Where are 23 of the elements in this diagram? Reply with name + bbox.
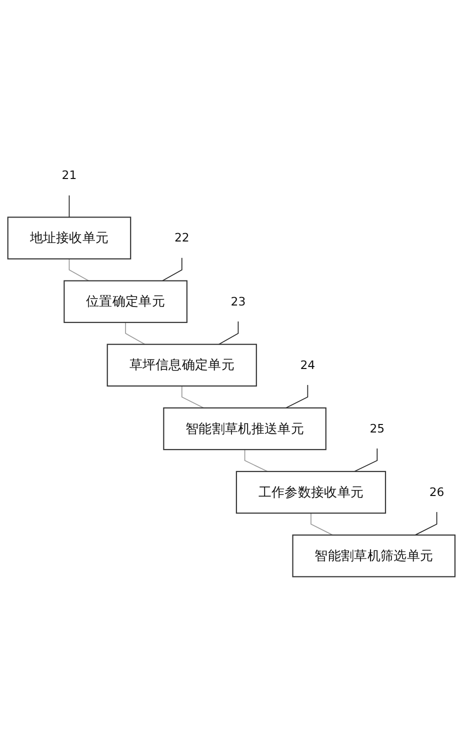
connector (68, 195, 70, 218)
connector (218, 321, 239, 346)
node-text: 23 (230, 294, 246, 308)
node-text: 22 (174, 230, 190, 245)
connector (162, 258, 182, 282)
node-text: 21 (62, 168, 77, 182)
node-box: 草坪信息确定单元 (106, 344, 257, 387)
node-text: 24 (300, 358, 316, 372)
connector (354, 448, 378, 472)
connector (68, 258, 90, 282)
node-box: 智能割草机推送单元 (163, 408, 326, 450)
node-text: 25 (370, 422, 385, 436)
connector (181, 386, 204, 409)
connector (244, 449, 268, 472)
connector (286, 384, 308, 409)
connector (310, 512, 334, 536)
connector (414, 512, 438, 536)
node-text: 26 (429, 485, 444, 500)
node-box: 智能割草机筛选单元 (292, 534, 456, 578)
node-box: 工作参数接收单元 (236, 471, 386, 514)
node-box: 位置确定单元 (64, 280, 188, 324)
node-box: 地址接收单元 (7, 216, 132, 260)
connector (125, 322, 146, 346)
